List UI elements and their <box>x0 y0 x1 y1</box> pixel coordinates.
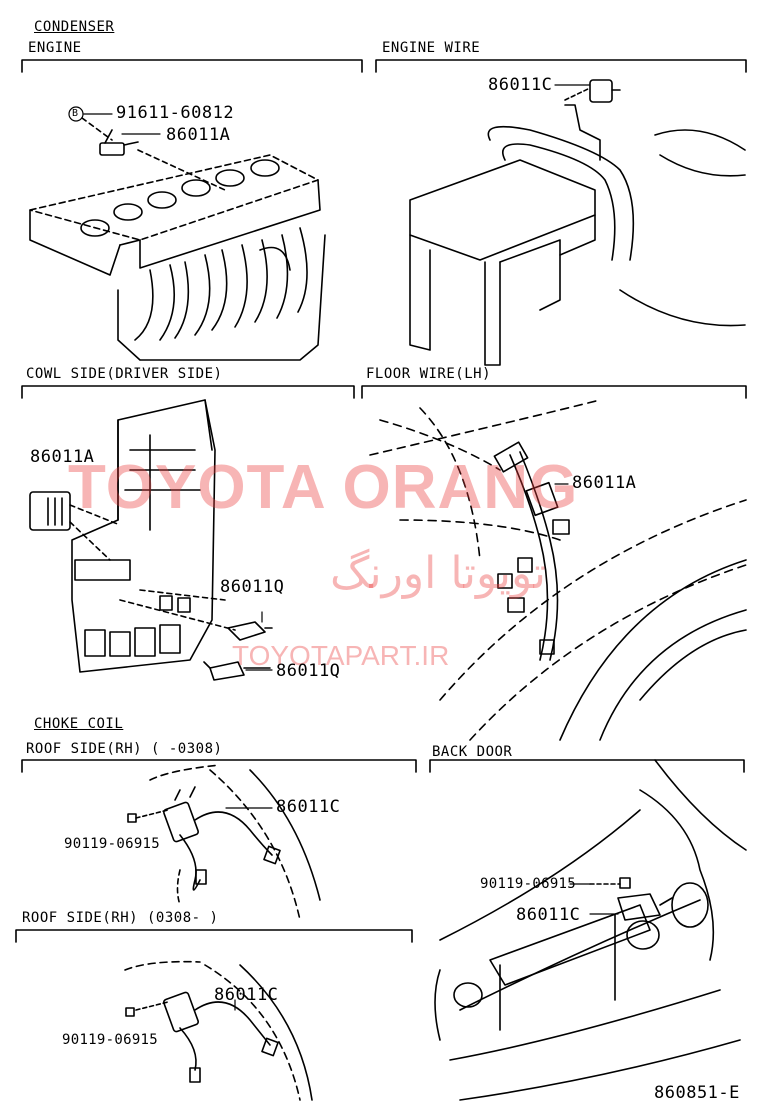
part-label-roof1-screw[interactable]: 90119-06915 <box>64 836 161 852</box>
section-choke-coil-label: CHOKE COIL <box>34 716 124 732</box>
part-label-floor-condenser[interactable]: 86011A <box>572 473 637 493</box>
engine-wire-drawing <box>409 79 746 366</box>
part-label-roof1-condenser[interactable]: 86011C <box>276 797 341 817</box>
cowl-side-drawing <box>29 399 273 681</box>
section-roof-side-1-label: ROOF SIDE(RH) ( -0308) <box>26 741 223 757</box>
section-cowl-side-label: COWL SIDE(DRIVER SIDE) <box>26 366 223 382</box>
section-engine-wire-label: ENGINE WIRE <box>382 40 481 56</box>
leader-lines <box>68 84 619 1011</box>
part-label-cowl-condenser-a[interactable]: 86011A <box>30 447 95 467</box>
floor-wire-drawing <box>369 399 747 741</box>
part-label-roof2-condenser[interactable]: 86011C <box>214 985 279 1005</box>
roof-side-1-drawing <box>127 764 321 921</box>
page-title: CONDENSER <box>34 19 115 35</box>
part-label-engine-bolt[interactable]: 91611-60812 <box>116 103 235 123</box>
part-label-roof2-screw[interactable]: 90119-06915 <box>62 1032 159 1048</box>
section-engine-label: ENGINE <box>28 40 82 56</box>
part-label-back-door-screw[interactable]: 90119-06915 <box>480 876 577 892</box>
engine-block-drawing <box>29 117 326 361</box>
diagram-code: 860851-E <box>654 1083 740 1103</box>
part-label-cowl-condenser-q2[interactable]: 86011Q <box>276 661 341 681</box>
part-label-engine-wire-condenser[interactable]: 86011C <box>488 75 553 95</box>
part-label-engine-condenser[interactable]: 86011A <box>166 125 231 145</box>
back-door-drawing <box>434 759 747 1101</box>
section-floor-wire-label: FLOOR WIRE(LH) <box>366 366 492 382</box>
part-label-back-door-condenser[interactable]: 86011C <box>516 905 581 925</box>
bolt-marker: B <box>72 108 79 119</box>
roof-side-2-drawing <box>124 960 313 1101</box>
section-frames <box>15 59 747 943</box>
section-roof-side-2-label: ROOF SIDE(RH) (0308- ) <box>22 910 219 926</box>
part-label-cowl-condenser-q1[interactable]: 86011Q <box>220 577 285 597</box>
section-back-door-label: BACK DOOR <box>432 744 513 760</box>
